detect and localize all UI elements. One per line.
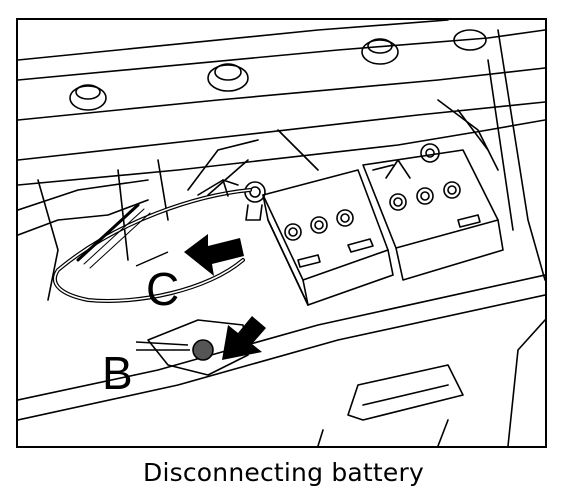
figure-caption: Disconnecting battery — [143, 458, 424, 487]
callout-label-b: B — [102, 347, 133, 399]
callout-label-c: C — [146, 263, 180, 315]
battery-illustration: C B — [16, 18, 547, 448]
arrow-b — [222, 316, 266, 360]
engine-bay-line-drawing — [18, 20, 545, 446]
arrow-c — [184, 234, 244, 276]
